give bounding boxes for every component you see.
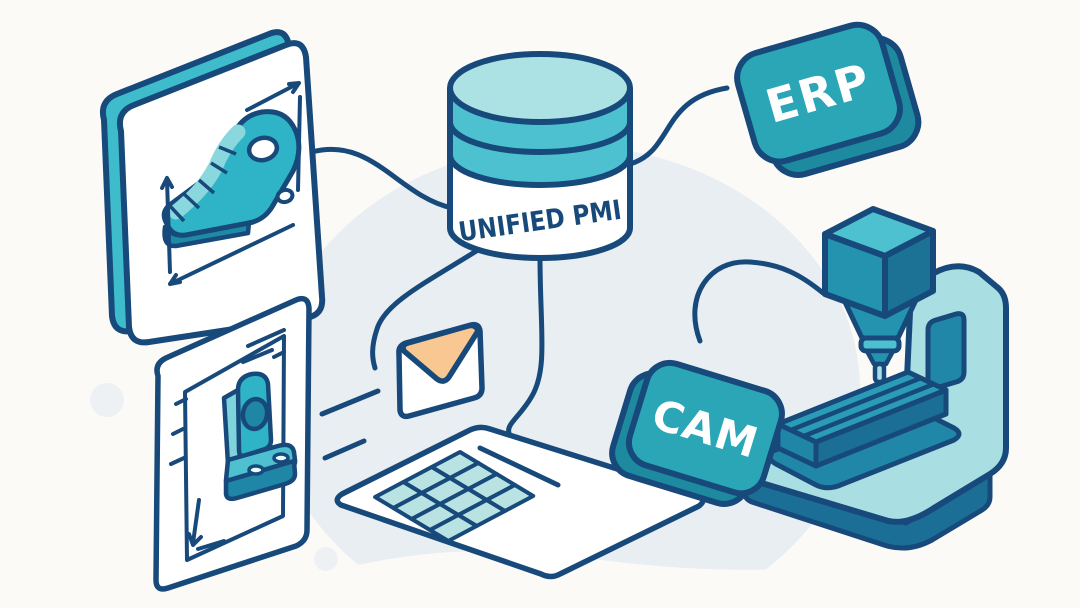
spreadsheet-grid-icon (337, 427, 706, 580)
cad-part-card-icon (99, 29, 326, 346)
email-envelope-icon (396, 321, 485, 420)
envelope-flap (400, 322, 481, 384)
db-outline (447, 88, 633, 261)
grid-cells (375, 452, 533, 541)
erp-badge-icon: ERP (734, 21, 922, 178)
drawing-annotations (169, 328, 286, 551)
machine-table (775, 369, 949, 469)
arrowhead-icon (160, 176, 174, 190)
spindle-nose (864, 348, 896, 367)
arrowhead-icon (287, 81, 301, 94)
erp-badge-face (734, 21, 903, 165)
db-label-band (450, 155, 630, 258)
sheet-header-line (477, 445, 561, 488)
engineering-drawing-icon (153, 295, 312, 592)
spindle-bit (872, 361, 887, 385)
connector-line-db-to-grid (506, 253, 545, 436)
dimension-line (296, 95, 302, 192)
connector-line-db-to-erp (627, 85, 730, 167)
cnc-machine-icon (738, 206, 1009, 551)
machine-base-band (741, 467, 993, 551)
background-dot (314, 547, 338, 571)
motion-dashes (319, 388, 381, 461)
spindle-head-top-face (822, 206, 936, 259)
dimension-line (170, 223, 295, 285)
cam-badge-icon: CAM (609, 359, 785, 507)
bracket-base-front (223, 458, 298, 502)
background-wave (225, 550, 885, 608)
cad-part-hole-large (246, 135, 280, 163)
connector-line-cad-to-db (309, 146, 455, 211)
machine-window (925, 311, 967, 391)
background-dot (90, 383, 124, 417)
dimension-line (245, 82, 299, 112)
dimension-line (165, 178, 172, 274)
cad-part-rib-lines (168, 145, 237, 223)
cad-part-hole-small (275, 187, 295, 205)
arrowhead-icon (168, 273, 182, 286)
connector-lines (309, 85, 826, 436)
database-cylinder-icon: UNIFIED PMI (447, 51, 633, 261)
dimension-line (191, 498, 201, 545)
bracket-base-hole (247, 464, 265, 476)
bracket-base-hole (272, 452, 290, 464)
arrowhead-icon (187, 532, 203, 547)
connector-line-cam-to-machine (692, 259, 826, 344)
connector-line-db-to-envelope (370, 247, 481, 371)
dimension-arrows (160, 81, 302, 286)
cam-badge-face (625, 359, 785, 497)
bracket-hole (240, 396, 270, 432)
spindle-head-icon (822, 206, 936, 385)
db-top (447, 51, 633, 125)
drawing-border (183, 334, 286, 562)
